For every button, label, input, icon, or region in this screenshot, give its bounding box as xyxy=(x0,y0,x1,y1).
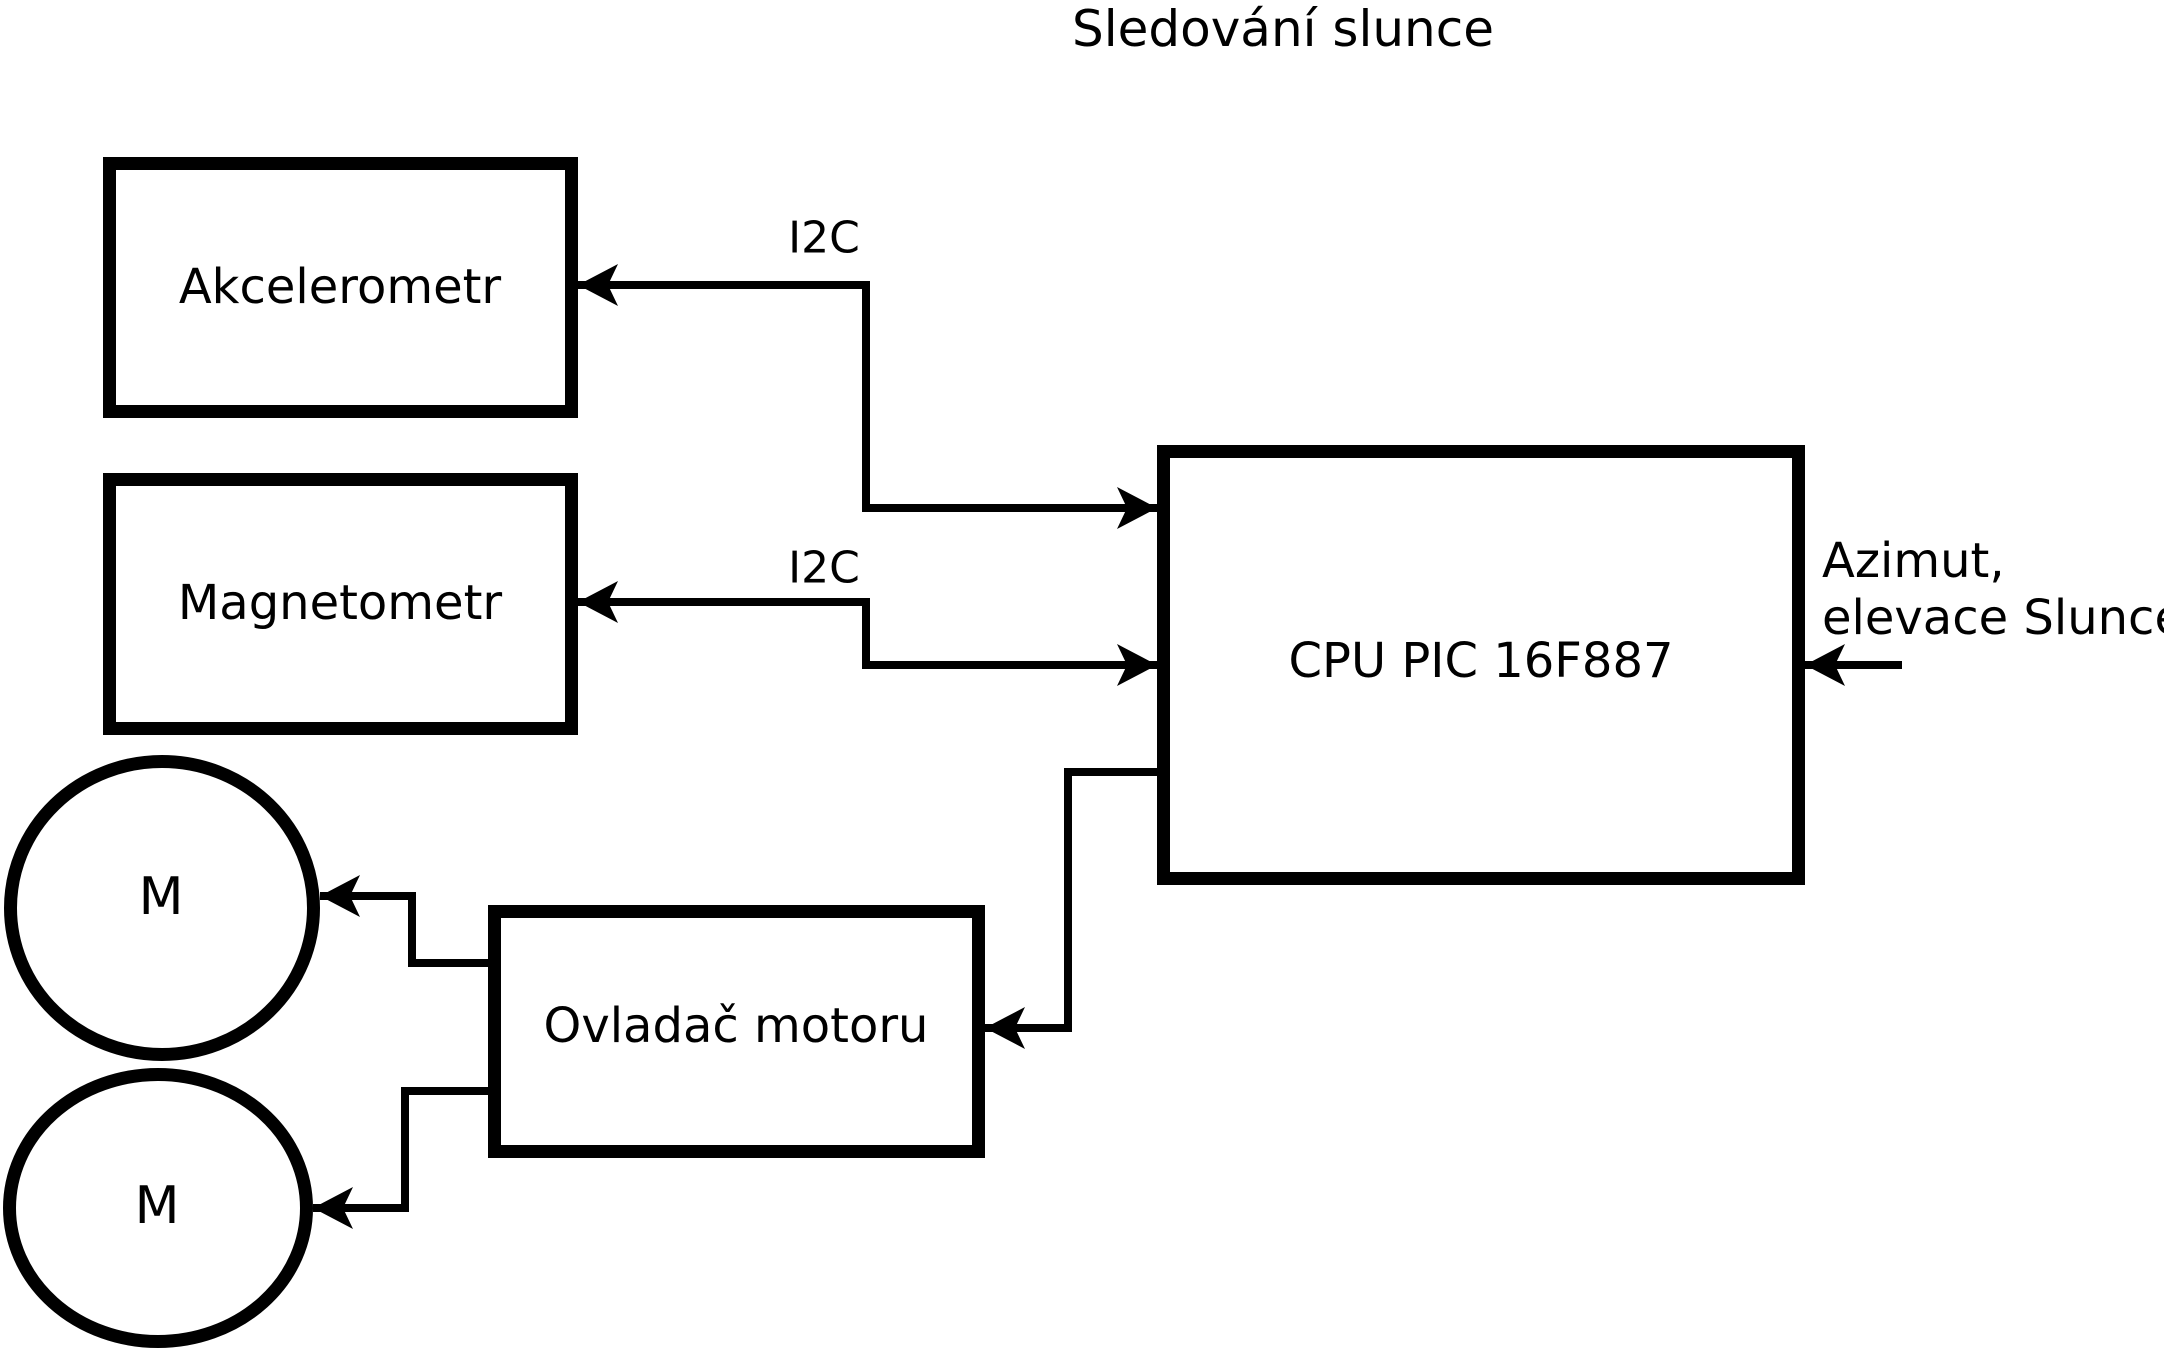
arrowhead-into-cpu-bottom-icon xyxy=(1117,644,1157,686)
wire-i2c-magnetometer xyxy=(578,598,1157,669)
motor-bottom-circle xyxy=(3,1068,313,1348)
block-accelerometer: Akcelerometr xyxy=(103,157,578,418)
arrowhead-into-motor-bottom-icon xyxy=(313,1187,353,1229)
motor-top-label: M xyxy=(139,867,184,927)
arrowhead-into-cpu-top-icon xyxy=(1117,487,1157,529)
azimut-input-label-line1: Azimut, xyxy=(1822,533,2005,589)
arrowhead-into-magnetometer-icon xyxy=(578,581,618,623)
motor-driver-box xyxy=(488,905,985,1158)
cpu-label: CPU PIC 16F887 xyxy=(1288,633,1673,689)
diagram-title: Sledování slunce xyxy=(1072,0,1494,58)
motor-top: M xyxy=(4,755,320,1061)
motor-bottom: M xyxy=(3,1068,313,1348)
block-cpu: CPU PIC 16F887 xyxy=(1157,445,1805,885)
block-motor-driver: Ovladač motoru xyxy=(488,905,985,1158)
magnetometer-box xyxy=(103,473,578,735)
i2c-label-accelerometer: I2C xyxy=(788,213,860,264)
magnetometer-label: Magnetometr xyxy=(178,575,503,631)
accelerometer-label: Akcelerometr xyxy=(179,259,502,315)
motor-top-circle xyxy=(4,755,320,1061)
i2c-label-magnetometer: I2C xyxy=(788,543,860,594)
arrowhead-into-motor-driver-icon xyxy=(985,1007,1025,1049)
arrowhead-azimut-into-cpu-icon xyxy=(1805,644,1845,686)
arrowhead-into-motor-top-icon xyxy=(320,875,360,917)
block-magnetometer: Magnetometr xyxy=(103,473,578,735)
wire-driver-to-motor-bottom xyxy=(313,1087,488,1212)
wire-driver-to-motor-top xyxy=(320,892,488,967)
azimut-input-label-line2: elevace Slunce xyxy=(1822,590,2164,646)
wire-cpu-to-motor-driver xyxy=(985,768,1157,1032)
wire-i2c-accelerometer xyxy=(578,281,1157,512)
motor-driver-label: Ovladač motoru xyxy=(544,998,929,1054)
accelerometer-box xyxy=(103,157,578,418)
arrowhead-into-accelerometer-icon xyxy=(578,264,618,306)
motor-bottom-label: M xyxy=(135,1176,180,1236)
cpu-box xyxy=(1157,445,1805,885)
